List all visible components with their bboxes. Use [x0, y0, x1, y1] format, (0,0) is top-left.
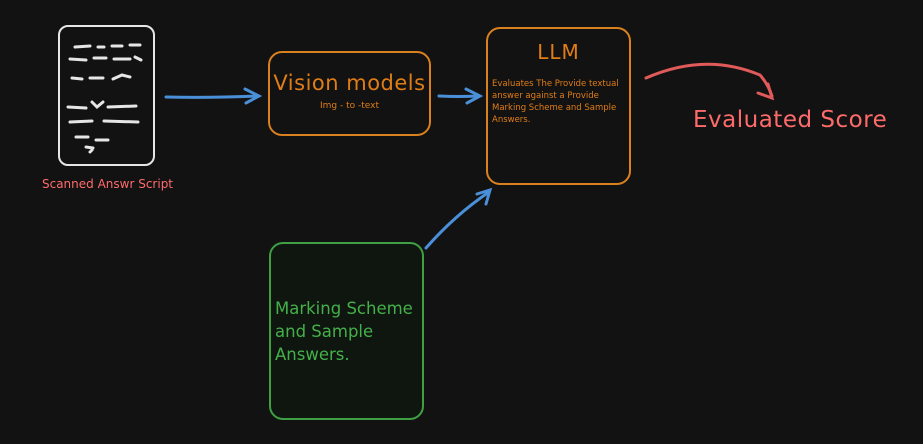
vision-title: Vision models	[273, 71, 426, 95]
llm-box: LLM Evaluates The Provide textual answer…	[486, 27, 631, 185]
evaluated-score-label: Evaluated Score	[693, 107, 888, 133]
scanned-answer-script	[58, 25, 155, 166]
arrow-vision-to-llm	[437, 87, 484, 105]
llm-description: Evaluates The Provide textual answer aga…	[492, 79, 619, 125]
llm-title: LLM	[537, 40, 580, 64]
arrow-doc-to-vision	[164, 87, 263, 105]
document-text-scribbles	[66, 43, 143, 154]
marking-scheme-box	[269, 242, 424, 420]
marking-scheme-label: Marking Scheme and Sample Answers.	[275, 299, 413, 364]
arrow-llm-to-score	[644, 62, 775, 101]
scanned-caption: Scanned Answr Script	[41, 177, 174, 191]
vision-subtitle: Img - to -text	[319, 101, 379, 111]
vision-models-box: Vision models Img - to -text	[268, 51, 431, 136]
arrow-marking-to-llm	[424, 187, 493, 250]
